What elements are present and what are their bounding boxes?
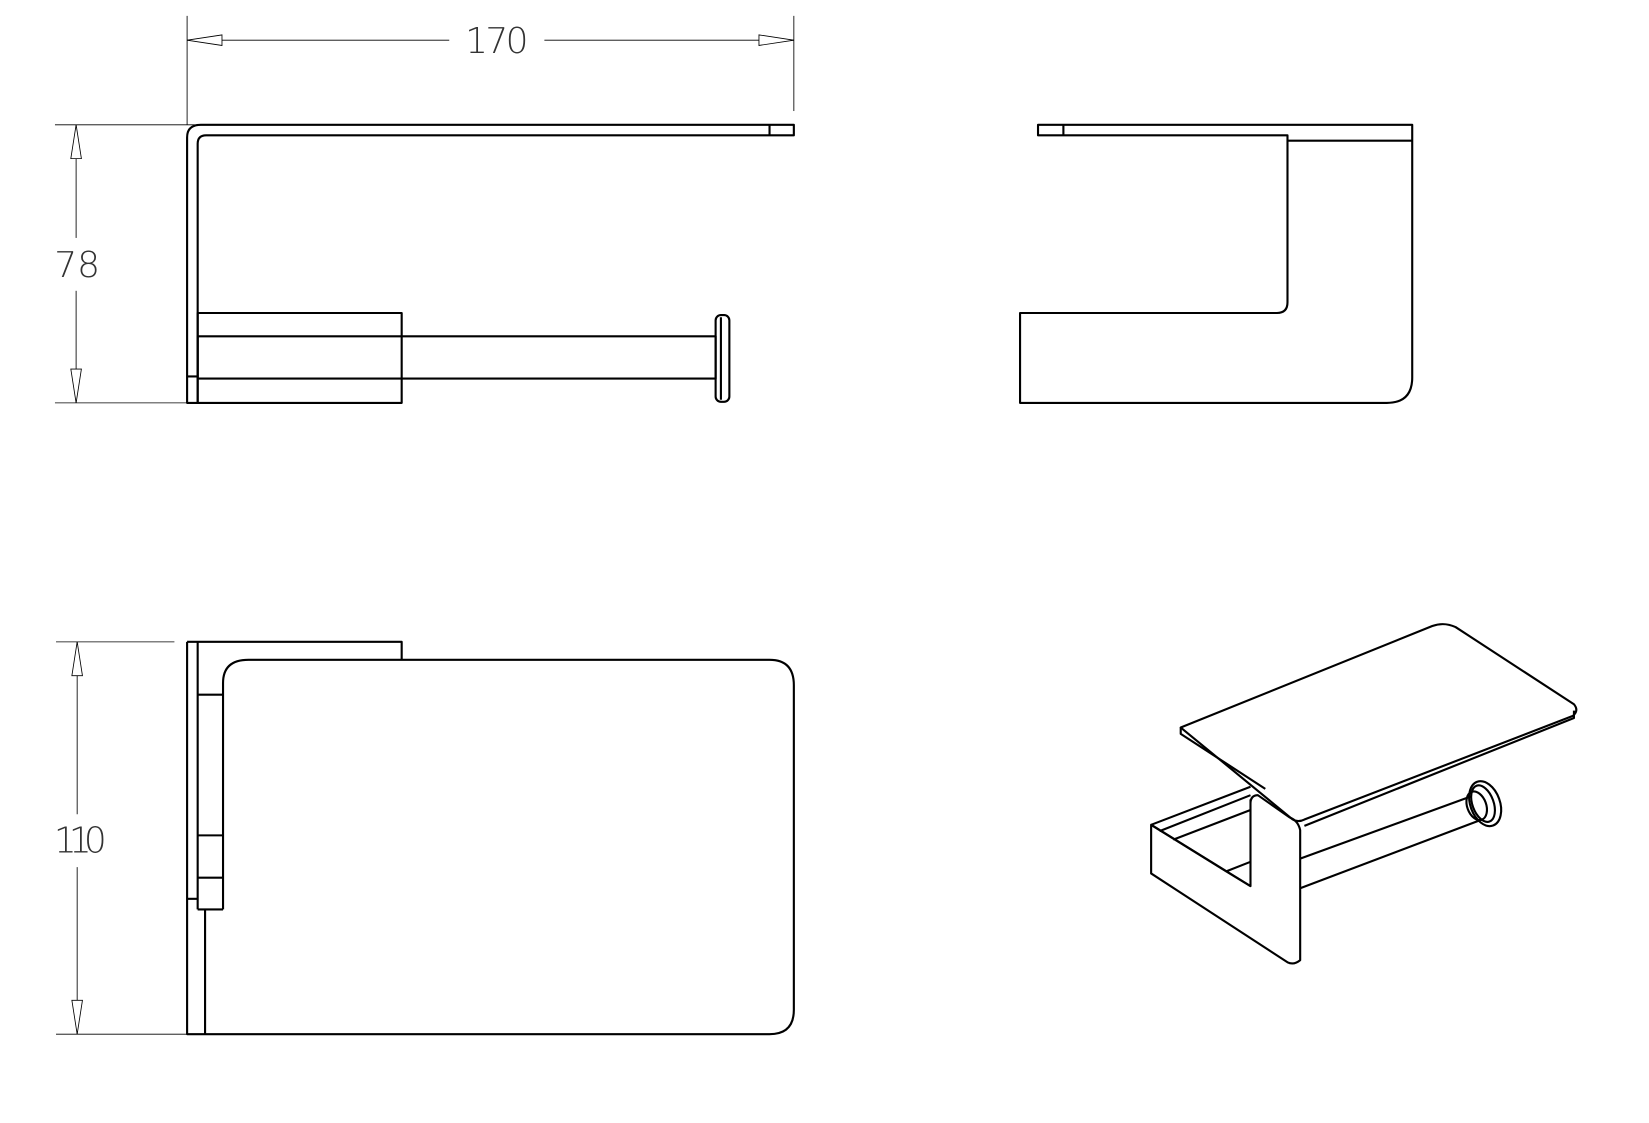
dimension-width: 170 [186, 15, 795, 125]
dimension-width-label: 170 [465, 21, 528, 62]
side-view [1018, 123, 1414, 404]
dimension-height: 78 [54, 124, 201, 404]
dimension-depth: 110 [54, 641, 188, 1035]
dimension-height-label: 78 [54, 245, 100, 286]
front-view [186, 123, 795, 404]
top-view [186, 640, 795, 1036]
dimension-depth-label: 110 [54, 820, 107, 861]
isometric-view [1150, 623, 1578, 965]
